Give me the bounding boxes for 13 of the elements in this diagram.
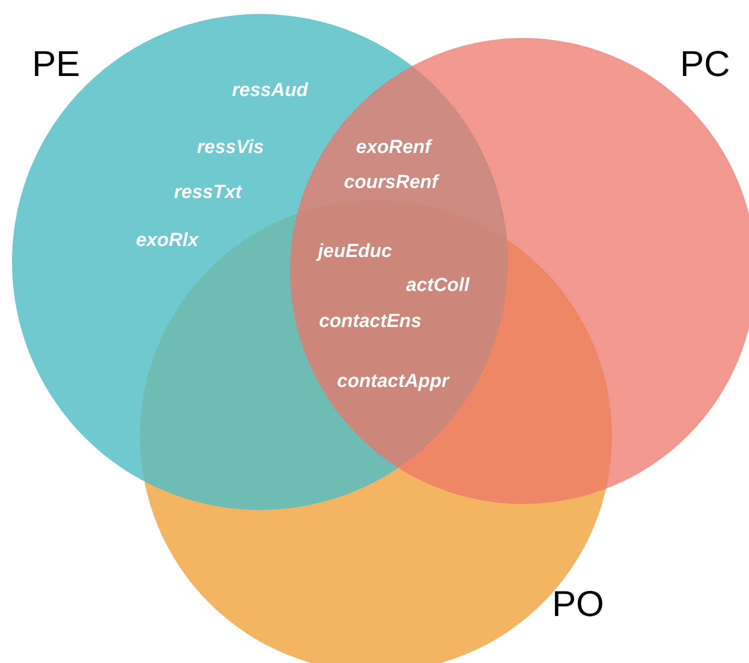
set-label: PO (552, 584, 604, 624)
set-item-label: actColl (406, 274, 470, 298)
set-item-label: ressTxt (174, 181, 242, 205)
set-item-label: ressVis (197, 136, 264, 160)
set-item-label: contactAppr (337, 370, 449, 394)
set-item-label: ressAud (232, 79, 308, 103)
set-label: PC (680, 44, 730, 84)
set-item-label: jeuEduc (318, 240, 392, 264)
set-item-label: contactEns (319, 310, 422, 334)
set-item-label: coursRenf (344, 171, 438, 195)
set-item-label: exoRlx (136, 229, 198, 253)
set-item-label: exoRenf (356, 136, 431, 160)
set-label: PE (32, 44, 80, 84)
